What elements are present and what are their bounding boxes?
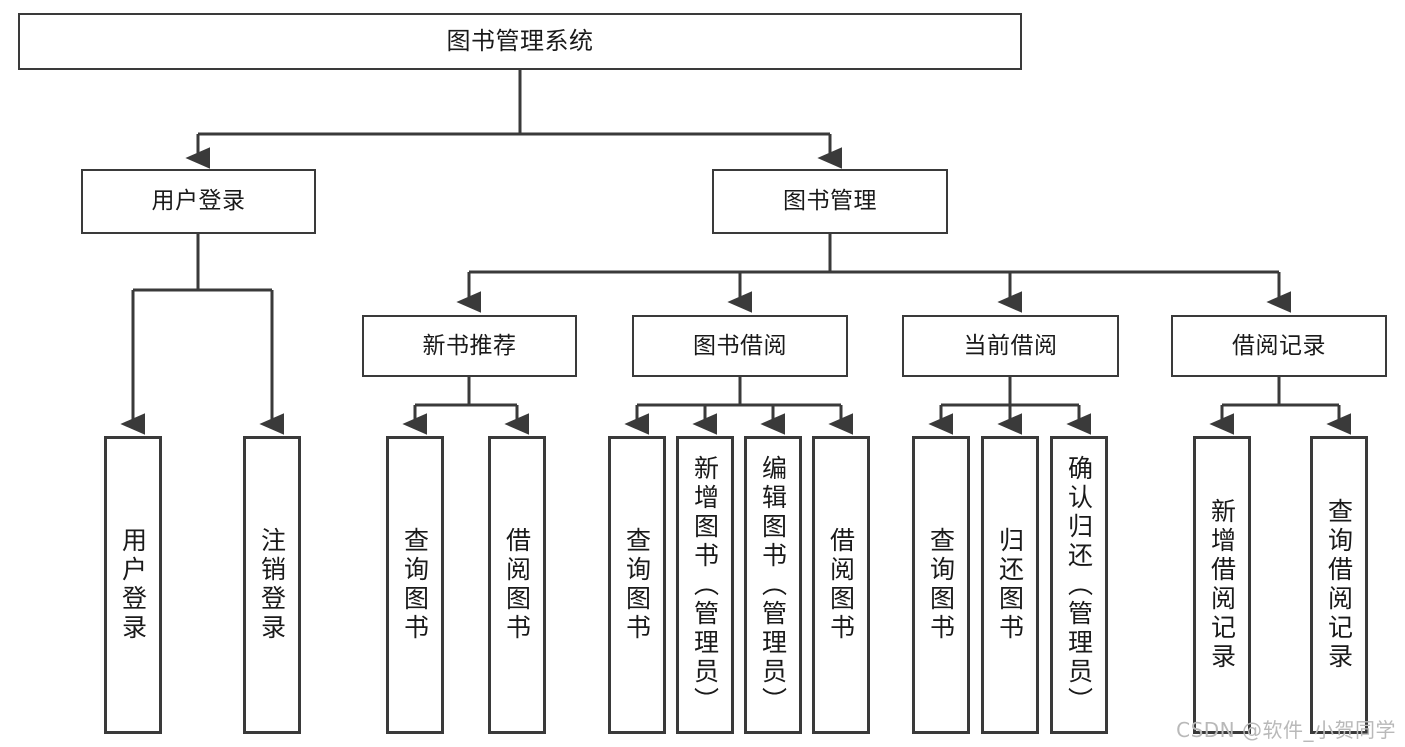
leaf-confirm-return-admin[interactable]: 确认归还（管理员） xyxy=(1050,436,1108,734)
node-user-login[interactable]: 用户登录 xyxy=(81,169,316,234)
leaf-return-book[interactable]: 归还图书 xyxy=(981,436,1039,734)
node-label: 图书管理系统 xyxy=(446,26,594,55)
node-label: 图书借阅 xyxy=(693,332,787,359)
node-label: 用户登录 xyxy=(151,188,246,215)
node-label: 确认归还（管理员） xyxy=(1064,454,1094,716)
node-label: 查询图书 xyxy=(622,527,652,643)
leaf-query-borrow-record[interactable]: 查询借阅记录 xyxy=(1310,436,1368,734)
csdn-watermark: CSDN @软件_小贺同学 xyxy=(1176,718,1396,742)
node-label: 当前借阅 xyxy=(963,332,1058,359)
leaf-edit-book-admin[interactable]: 编辑图书（管理员） xyxy=(744,436,802,734)
node-label: 借阅图书 xyxy=(502,527,532,643)
leaf-query-book-borrow[interactable]: 查询图书 xyxy=(608,436,666,734)
node-book-management[interactable]: 图书管理 xyxy=(712,169,948,234)
leaf-user-login[interactable]: 用户登录 xyxy=(104,436,162,734)
node-borrow-record[interactable]: 借阅记录 xyxy=(1171,315,1387,377)
node-label: 新书推荐 xyxy=(422,332,517,359)
node-label: 注销登录 xyxy=(257,527,287,643)
node-label: 图书管理 xyxy=(783,188,877,215)
node-label: 归还图书 xyxy=(995,527,1025,643)
node-label: 查询借阅记录 xyxy=(1324,498,1354,672)
node-book-borrow[interactable]: 图书借阅 xyxy=(632,315,848,377)
node-label: 新增图书（管理员） xyxy=(690,454,720,716)
leaf-logout[interactable]: 注销登录 xyxy=(243,436,301,734)
leaf-borrow-book-recommend[interactable]: 借阅图书 xyxy=(488,436,546,734)
node-new-book-recommend[interactable]: 新书推荐 xyxy=(362,315,577,377)
node-label: 用户登录 xyxy=(118,527,148,643)
leaf-query-book-recommend[interactable]: 查询图书 xyxy=(386,436,444,734)
leaf-add-borrow-record[interactable]: 新增借阅记录 xyxy=(1193,436,1251,734)
node-label: 编辑图书（管理员） xyxy=(758,454,788,716)
leaf-add-book-admin[interactable]: 新增图书（管理员） xyxy=(676,436,734,734)
leaf-query-book-current[interactable]: 查询图书 xyxy=(912,436,970,734)
node-label: 借阅记录 xyxy=(1232,332,1326,359)
node-label: 查询图书 xyxy=(400,527,430,643)
node-label: 借阅图书 xyxy=(826,527,856,643)
node-label: 新增借阅记录 xyxy=(1207,498,1237,672)
node-root-system[interactable]: 图书管理系统 xyxy=(18,13,1022,70)
node-label: 查询图书 xyxy=(926,527,956,643)
leaf-borrow-book[interactable]: 借阅图书 xyxy=(812,436,870,734)
node-current-borrow[interactable]: 当前借阅 xyxy=(902,315,1119,377)
